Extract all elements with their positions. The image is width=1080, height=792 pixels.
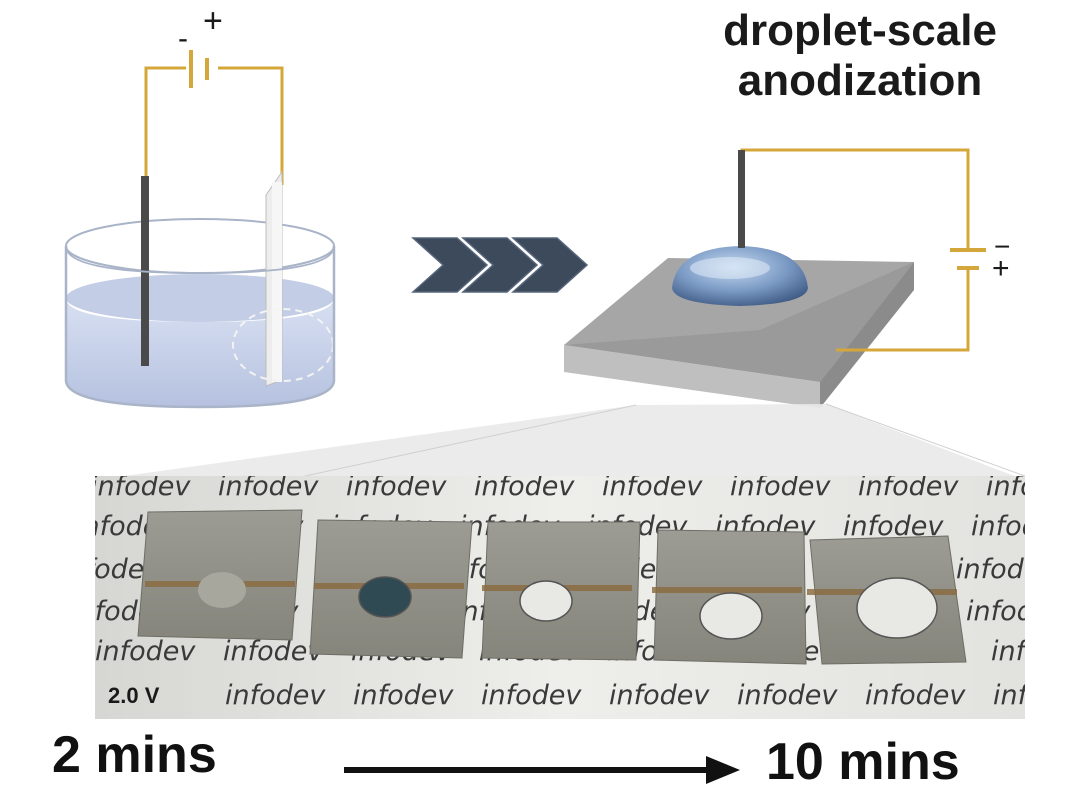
timeline-start-label: 2 mins (52, 725, 217, 785)
sample-1 (138, 510, 302, 640)
droplet-wire-top (742, 150, 968, 250)
background-word: infodev (223, 636, 324, 667)
voltage-label: 2.0 V (108, 683, 159, 709)
droplet-plus-label: + (992, 252, 1010, 286)
droplet-battery-icon (950, 250, 986, 268)
diagram-title: droplet-scale anodization (660, 6, 1060, 106)
background-word: infodev (966, 596, 1067, 627)
background-word: infodev (993, 680, 1080, 711)
sample-4 (652, 530, 806, 664)
background-word: infodev (225, 680, 326, 711)
anodized-hole (198, 572, 246, 608)
beaker-minus-label: - (178, 22, 188, 56)
droplet-setup (564, 150, 986, 408)
anodized-hole (359, 577, 411, 617)
background-word: infodev (991, 636, 1080, 667)
anodized-hole (520, 581, 572, 621)
background-word: infodev (737, 680, 838, 711)
process-arrow-icon (413, 238, 587, 292)
timeline-arrow-icon (344, 756, 740, 784)
beaker-wire-left (146, 68, 186, 185)
sample-3 (482, 522, 640, 660)
title-line-2: anodization (660, 56, 1060, 106)
background-word: infodev (971, 511, 1072, 542)
title-line-1: droplet-scale (660, 6, 1060, 56)
background-word: infodev (481, 680, 582, 711)
sample-photo: infodev infodev infodev infodev infodev infod… (60, 471, 1080, 719)
background-word: infodev (353, 680, 454, 711)
beaker-plus-label: + (203, 2, 223, 41)
anodized-hole (700, 593, 762, 639)
background-word: infodev (609, 680, 710, 711)
anodized-hole (857, 578, 937, 638)
sample-2 (310, 520, 472, 658)
background-word: infodev (95, 636, 196, 667)
beaker-battery-icon (191, 50, 207, 88)
sample-5 (807, 536, 966, 664)
background-word: infodev (865, 680, 966, 711)
zoom-projection (95, 404, 1025, 480)
timeline-end-label: 10 mins (766, 732, 960, 792)
beaker-setup (66, 50, 334, 407)
background-word: infodev (956, 554, 1057, 585)
beaker-wire-right (218, 68, 282, 185)
